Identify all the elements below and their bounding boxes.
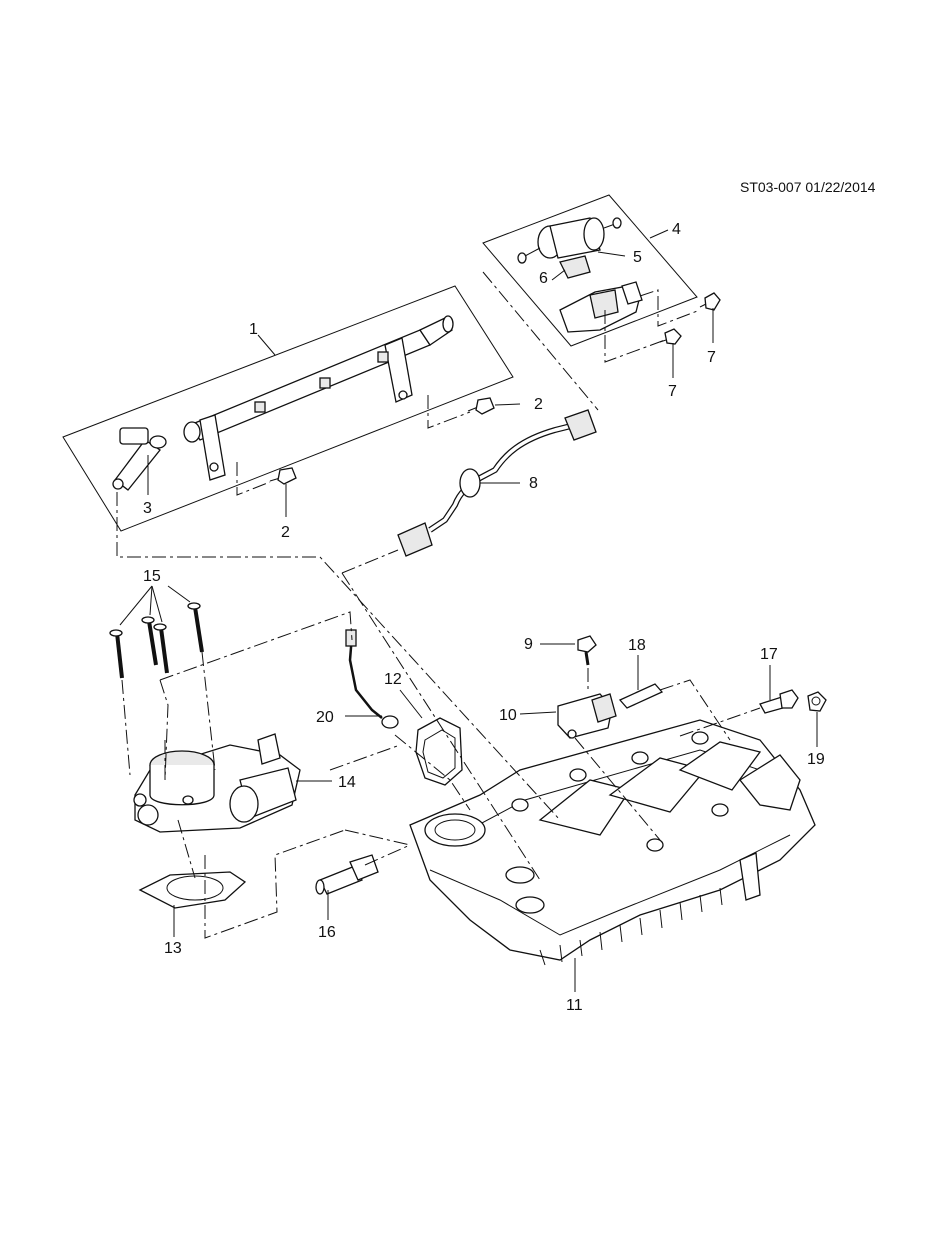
temperature-sensor-wire[interactable]: [345, 629, 399, 729]
regulator-clip[interactable]: [559, 255, 591, 279]
callout-14: 14: [338, 774, 356, 791]
callout-15: 15: [143, 568, 161, 585]
callout-18: 18: [628, 637, 646, 654]
intake-gasket[interactable]: [415, 717, 463, 786]
intake-manifold[interactable]: [409, 719, 816, 966]
callout-labels: 1 2 2 3 4 5 6 7 7 8 9 10 11 12 13 14 15 …: [143, 221, 825, 1014]
map-sensor[interactable]: [557, 693, 617, 739]
callout-12: 12: [384, 671, 402, 688]
callout-7-right: 7: [707, 349, 716, 366]
regulator-bolt-lower[interactable]: [659, 328, 682, 345]
rail-bolt-upper[interactable]: [467, 397, 495, 415]
callout-11: 11: [566, 997, 583, 1014]
fuel-rail[interactable]: [183, 315, 454, 481]
callout-19: 19: [807, 751, 825, 768]
callout-13: 13: [164, 940, 182, 957]
fuel-feed-pipe[interactable]: [397, 409, 597, 557]
fuel-injector[interactable]: [112, 427, 167, 491]
callout-2-lower: 2: [281, 524, 290, 541]
alignment-lines: [116, 271, 761, 939]
leader-lines: [119, 229, 818, 992]
callout-8: 8: [529, 475, 538, 492]
manifold-stud[interactable]: [759, 689, 799, 714]
callout-2-upper: 2: [534, 396, 543, 413]
callout-16: 16: [318, 924, 336, 941]
throttle-body[interactable]: [133, 733, 301, 833]
fuel-rail-assembly-box: [62, 285, 514, 532]
callout-10: 10: [499, 707, 517, 724]
rail-bolt-lower[interactable]: [269, 467, 297, 485]
throttle-body-bolts[interactable]: [109, 602, 204, 679]
callout-7-lower: 7: [668, 383, 677, 400]
regulator-bolt-right[interactable]: [699, 292, 721, 311]
manifold-nut[interactable]: [807, 691, 827, 712]
callout-1: 1: [249, 321, 258, 338]
callout-6: 6: [539, 270, 548, 287]
map-sensor-bolt[interactable]: [577, 635, 597, 666]
callout-3: 3: [143, 500, 152, 517]
regulator-assembly-box: [482, 194, 698, 347]
callout-9: 9: [524, 636, 533, 653]
callout-20: 20: [316, 709, 334, 726]
vacuum-fitting[interactable]: [315, 854, 379, 895]
callout-5: 5: [633, 249, 642, 266]
regulator-bracket[interactable]: [559, 281, 643, 333]
callout-4: 4: [672, 221, 681, 238]
throttle-body-gasket[interactable]: [138, 871, 247, 909]
dowel-pin[interactable]: [618, 683, 664, 709]
callout-17: 17: [760, 646, 778, 663]
document-id: ST03-007 01/22/2014: [740, 179, 876, 195]
fuel-pressure-regulator[interactable]: [517, 217, 622, 264]
